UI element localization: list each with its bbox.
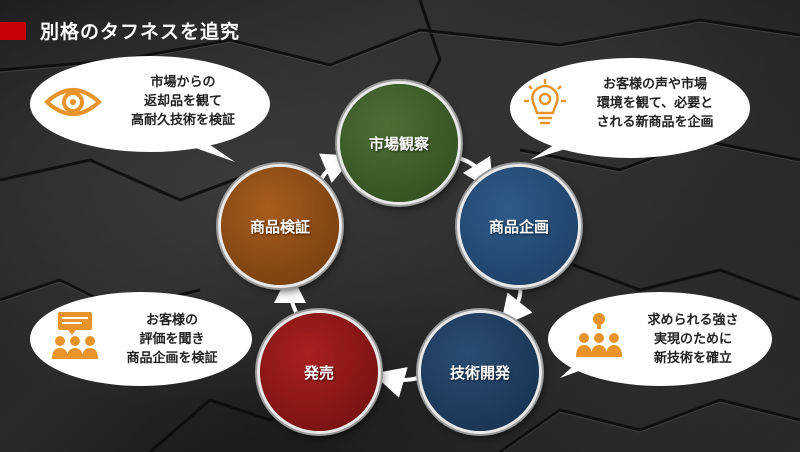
bubble-line: 高耐久技術を検証 [130, 113, 235, 128]
bubble-text-planning: お客様の声や市場 環境を観て、必要と される新商品を企画 [570, 75, 740, 132]
bubble-line: される新商品を企画 [596, 115, 714, 130]
node-release: 発売 [260, 313, 378, 431]
bubble-line: 新技術を確立 [653, 351, 732, 366]
bubble-text-feedback: お客様の 評価を聞き 商品企画を検証 [102, 311, 242, 368]
speech-bubble-planning [510, 58, 750, 158]
bubble-line: 実現のために [653, 332, 732, 347]
eye-icon [44, 88, 102, 116]
team-idea-icon [576, 313, 622, 357]
node-market-observation: 市場観察 [340, 84, 458, 202]
slide-title: 別格のタフネスを追究 [40, 21, 241, 43]
node-tech-development: 技術開発 [421, 313, 539, 431]
customer-feedback-icon [52, 312, 98, 359]
arrow-develop-to-release [372, 367, 419, 398]
node-product-planning: 商品企画 [460, 167, 578, 285]
node-label: 発売 [303, 363, 334, 382]
arrow-observe-to-plan [457, 155, 494, 192]
lightbulb-gear-icon [524, 79, 566, 125]
bubble-line: 環境を観て、必要と [596, 96, 714, 111]
node-label: 商品検証 [249, 217, 310, 236]
arrow-release-to-verify [274, 271, 307, 313]
node-label: 市場観察 [368, 134, 429, 153]
bubble-line: お客様の声や市場 [602, 77, 707, 92]
node-label: 技術開発 [449, 363, 510, 382]
bubble-line: 商品企画を検証 [126, 351, 218, 366]
bubble-line: お客様の [145, 313, 198, 328]
bubble-line: 評価を聞き [139, 332, 205, 347]
speech-bubble-feedback [30, 292, 252, 386]
speech-bubble-market [30, 56, 270, 152]
bubble-text-market: 市場からの 返却品を観て 高耐久技術を検証 [108, 73, 258, 130]
arrow-plan-to-develop [500, 286, 533, 328]
bubble-line: 市場からの [150, 75, 216, 90]
bubble-line: 求められる強さ [647, 313, 739, 328]
node-label: 商品企画 [488, 217, 549, 236]
title-accent-bar [0, 22, 26, 40]
bubble-text-development: 求められる強さ 実現のために 新技術を確立 [628, 311, 758, 368]
bubble-line: 返却品を観て [143, 94, 222, 109]
node-product-verification: 商品検証 [221, 167, 339, 285]
arrow-verify-to-observe [318, 153, 355, 184]
